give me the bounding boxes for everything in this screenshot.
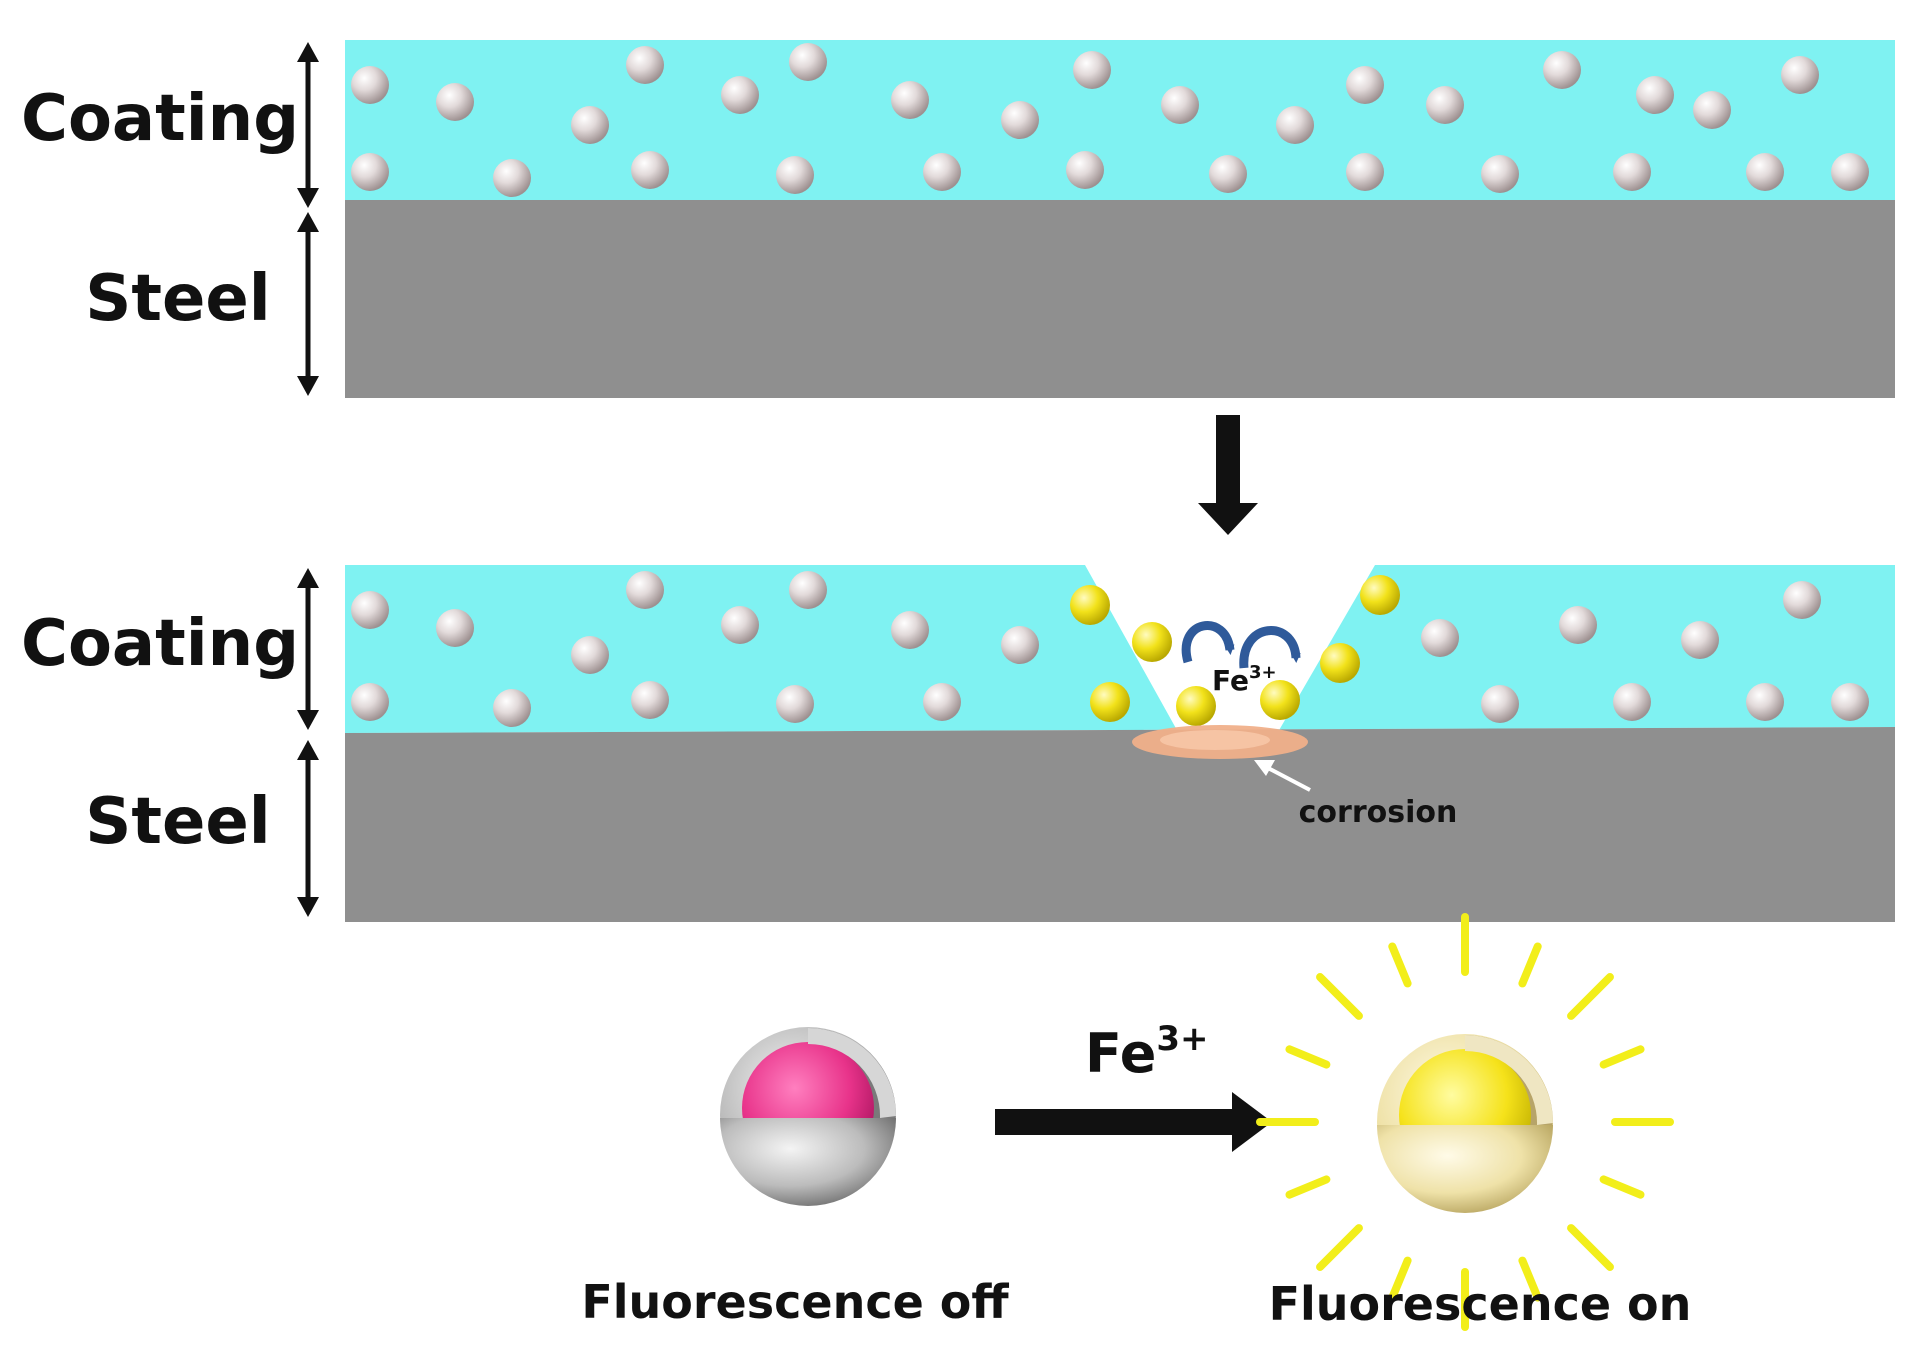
released-particle [1070, 585, 1110, 625]
particle-off [720, 1027, 896, 1206]
released-particle [1360, 575, 1400, 615]
top-panel: Coating Steel [21, 40, 1895, 398]
coating-particle [721, 606, 759, 644]
corrosion-spot-inner [1160, 730, 1270, 750]
glow-ray [1316, 1224, 1363, 1271]
bottom-steel-thickness-arrow [297, 740, 319, 917]
coating-particle [789, 571, 827, 609]
glow-ray [1388, 942, 1412, 988]
corrosion-pointer-arrow [1254, 760, 1311, 792]
top-steel-label: Steel [85, 262, 270, 336]
glow-ray [1599, 1045, 1645, 1069]
coating-particle [1276, 106, 1314, 144]
glow-ray [1599, 1175, 1645, 1199]
glow-ray [1285, 1175, 1331, 1199]
coating-particle [923, 153, 961, 191]
glow-ray [1518, 1256, 1542, 1302]
coating-particle [1693, 91, 1731, 129]
coating-particle [1421, 619, 1459, 657]
top-particles [351, 43, 1869, 197]
coating-particle [351, 153, 389, 191]
coating-particle [1613, 153, 1651, 191]
coating-particle [789, 43, 827, 81]
coating-particle [351, 683, 389, 721]
coating-particle [436, 609, 474, 647]
bottom-steel-layer [345, 727, 1895, 922]
coating-particle [891, 611, 929, 649]
ion-flow-arrow-left [1181, 621, 1235, 664]
fluorescence-on-caption: Fluorescence on [1269, 1277, 1692, 1331]
coating-particle [631, 151, 669, 189]
coating-particle [1783, 581, 1821, 619]
coating-particle [1001, 626, 1039, 664]
coating-particle [1481, 155, 1519, 193]
released-particle [1090, 682, 1130, 722]
coating-particle [1831, 683, 1869, 721]
glow-rays [1256, 913, 1674, 1331]
coating-particle [571, 106, 609, 144]
top-coating-thickness-arrow [297, 42, 319, 208]
bottom-coating-label: Coating [21, 607, 299, 681]
coating-particle [1066, 151, 1104, 189]
coating-particle [721, 76, 759, 114]
coating-particle [436, 83, 474, 121]
coating-particle [493, 159, 531, 197]
scratch-ion-label: Fe3+ [1212, 662, 1277, 697]
top-coating-label: Coating [21, 82, 299, 156]
coating-particle [1543, 51, 1581, 89]
glow-ray [1518, 942, 1542, 988]
coating-particle [891, 81, 929, 119]
coating-particle [1346, 66, 1384, 104]
particle-on [1377, 1034, 1553, 1213]
bottom-particles [351, 571, 1869, 727]
released-particle [1320, 643, 1360, 683]
coating-particle [776, 156, 814, 194]
coating-particle [626, 571, 664, 609]
coating-particle [776, 685, 814, 723]
corrosion-label: corrosion [1299, 795, 1458, 830]
glow-ray [1388, 1256, 1412, 1302]
reaction-reagent-label: Fe3+ [1085, 1019, 1208, 1085]
coating-particle [1209, 155, 1247, 193]
coating-particle [351, 66, 389, 104]
coating-particle [1746, 683, 1784, 721]
top-steel-thickness-arrow [297, 212, 319, 396]
coating-particle [1073, 51, 1111, 89]
released-particle [1260, 680, 1300, 720]
bottom-steel-label: Steel [85, 785, 270, 859]
coating-particle [626, 46, 664, 84]
glow-ray [1316, 973, 1363, 1020]
reaction-arrow [995, 1092, 1272, 1152]
coating-particle [1831, 153, 1869, 191]
coating-particle [1681, 621, 1719, 659]
glow-ray [1567, 1224, 1614, 1271]
bottom-panel: Fe3+ corrosion Coating Steel [21, 565, 1895, 922]
glow-ray [1567, 973, 1614, 1020]
top-steel-layer [345, 200, 1895, 398]
coating-particle [1636, 76, 1674, 114]
coating-particle [351, 591, 389, 629]
coating-particle [571, 636, 609, 674]
fluorescence-off-caption: Fluorescence off [581, 1275, 1009, 1329]
glow-ray [1285, 1045, 1331, 1069]
coating-particle [923, 683, 961, 721]
coating-particle [1746, 153, 1784, 191]
coating-particle [1161, 86, 1199, 124]
coating-particle [1481, 685, 1519, 723]
ion-flow-arrow-right [1239, 626, 1301, 669]
coating-particle [1559, 606, 1597, 644]
coating-particle [1426, 86, 1464, 124]
coating-particle [1346, 153, 1384, 191]
transition-arrow [1198, 415, 1258, 535]
coating-particle [1781, 56, 1819, 94]
coating-particle [493, 689, 531, 727]
coating-particle [1001, 101, 1039, 139]
fluorescence-mechanism: Fe3+ Fluorescence off Fluorescence on [581, 913, 1692, 1331]
coating-particle [631, 681, 669, 719]
coating-particle [1613, 683, 1651, 721]
released-particle [1176, 686, 1216, 726]
released-particle [1132, 622, 1172, 662]
bottom-coating-thickness-arrow [297, 568, 319, 730]
